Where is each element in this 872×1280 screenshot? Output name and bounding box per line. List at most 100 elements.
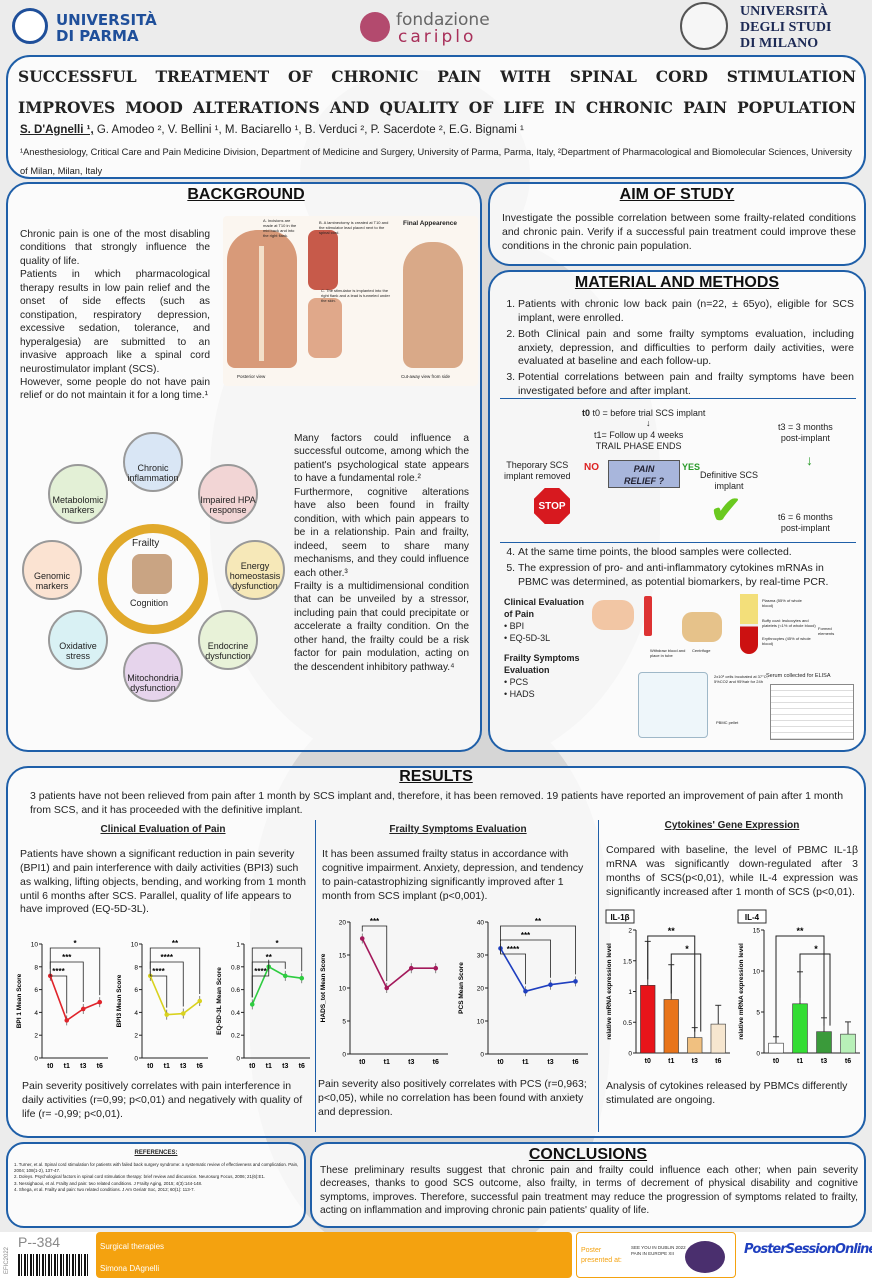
- x-tick-label: t0: [645, 1058, 651, 1065]
- chart-title-box: [605, 909, 635, 924]
- title-line1: SUCCESSFUL TREATMENT OF CHRONIC PAIN WIT…: [18, 67, 856, 86]
- y-tick-label: 1: [236, 942, 240, 949]
- co-authors: G. Amodeo ², V. Bellini ¹, M. Baciarello…: [93, 124, 524, 136]
- y-tick-label: 6: [134, 987, 138, 994]
- figure-label-final: Final Appearence: [403, 220, 457, 227]
- data-point: [299, 975, 305, 981]
- significance-label: ****: [152, 967, 165, 976]
- frailty-item-hads: • HADS: [504, 689, 535, 699]
- lab-serum-label: Serum collected for ELISA: [766, 673, 831, 679]
- parma-logo: UNIVERSITÀ DI PARMA: [12, 8, 177, 46]
- x-tick-label: t0: [249, 1063, 255, 1070]
- x-tick-label: t1: [384, 1059, 390, 1066]
- significance-label: *: [685, 944, 689, 954]
- lab-erythro-label: Erythrocytes (45% of whole blood): [762, 636, 811, 646]
- parma-seal-icon: [12, 8, 48, 44]
- presented-label-1: Poster: [581, 1247, 602, 1254]
- x-tick-label: t1: [164, 1063, 170, 1070]
- methods-divider-2: [500, 542, 856, 543]
- background-intro: Chronic pain is one of the most disablin…: [20, 228, 210, 403]
- data-point: [197, 998, 203, 1004]
- y-tick-label: 15: [339, 953, 347, 960]
- data-point: [548, 982, 553, 987]
- conclusions-heading: CONCLUSIONS: [528, 1146, 648, 1163]
- significance-bracket: [647, 935, 696, 1032]
- milano-line2: DEGLI STUDI: [740, 20, 832, 35]
- x-tick-label: t3: [547, 1059, 553, 1066]
- methods-item-2: Both Clinical pain and some frailty symp…: [518, 328, 854, 370]
- figure-label-b: B. A laminectomy is created at T10 and t…: [319, 220, 389, 235]
- cytokines-results-heading: Cytokines' Gene Expression: [664, 820, 800, 831]
- parma-name-line1: UNIVERSITÀ: [56, 11, 157, 29]
- stop-sign-icon: STOP: [534, 488, 570, 524]
- study-timeline: t0 t0 = before trial SCS implant t1= Fol…: [496, 404, 862, 539]
- y-tick-label: 0: [628, 1051, 632, 1058]
- references-heading: REFERENCES:: [134, 1150, 178, 1156]
- series-line: [251, 965, 302, 1005]
- scs-implant-figure: Final Appearence A. Incisions are made a…: [223, 216, 478, 386]
- clinical-results-text: Patients have shown a significant reduct…: [20, 848, 306, 916]
- y-tick-label: 5: [342, 1019, 346, 1026]
- background-p4: Many factors could influence a successfu…: [294, 433, 469, 485]
- lab-procedure-figure: Withdraw blood and place in tube Centrif…: [590, 592, 860, 742]
- y-axis-label: BPI 1 Mean Score: [16, 973, 23, 1028]
- node-mitochondria: Mitochondria dysfunction: [123, 642, 183, 702]
- milano-seal-icon: [680, 2, 728, 50]
- y-axis-label: PCS Mean Score: [458, 962, 465, 1014]
- y-tick-label: 15: [753, 928, 761, 935]
- frailty-elderly-icon: [132, 554, 172, 594]
- aim-text: Investigate the possible correlation bet…: [502, 212, 856, 252]
- data-point: [282, 973, 288, 979]
- data-point: [64, 1018, 70, 1023]
- lab-incubated-label: 2x10⁶ cells Incubated at 37°C, 5%CO2 and…: [714, 674, 768, 684]
- blood-tube-icon: [740, 594, 758, 654]
- significance-label: ****: [254, 967, 267, 976]
- reference-2: 2. Doleys. Psychological factors in spin…: [14, 1174, 266, 1180]
- methods-item-4: At the same time points, the blood sampl…: [518, 546, 854, 560]
- methods-section: MATERIAL AND METHODS Patients with chron…: [488, 270, 866, 752]
- y-tick-label: 20: [339, 920, 347, 927]
- title-line2: IMPROVES MOOD ALTERATIONS AND QUALITY OF…: [18, 98, 856, 117]
- arm-icon: [592, 600, 634, 630]
- efic-text-2: PAIN IN EUROPE XII: [631, 1251, 674, 1256]
- efic-logo-icon: [685, 1241, 725, 1273]
- significance-label: **: [668, 926, 676, 936]
- chart-title: IL-1β: [610, 913, 629, 922]
- x-tick-label: t1: [668, 1058, 674, 1065]
- reference-3: 3. Nessighaoui, et al. Frailty and pain:…: [14, 1180, 203, 1186]
- milano-line3: DI MILANO: [740, 36, 819, 51]
- presented-box: Poster presented at: SEE YOU IN DUBLIN 2…: [576, 1232, 736, 1278]
- no-label: NO: [584, 462, 599, 473]
- data-point: [408, 965, 414, 971]
- y-axis-label: EQ-5D-3L Mean Score: [216, 967, 223, 1035]
- y-axis-label: relative mRNA expression level: [738, 943, 745, 1040]
- node-chronic-inflammation: Chronic inflammation: [123, 432, 183, 492]
- node-genomic-markers: Genomic markers: [22, 540, 82, 600]
- figure-label-c: C. The stimulator is implanted into the …: [321, 288, 390, 303]
- significance-bracket: [251, 947, 303, 998]
- y-tick-label: 1.5: [623, 958, 632, 965]
- milano-line1: UNIVERSITÀ: [740, 4, 828, 19]
- x-tick-label: t6: [299, 1063, 305, 1070]
- background-p1: Chronic pain is one of the most disablin…: [20, 229, 210, 267]
- parma-name-line2: DI PARMA: [56, 27, 139, 45]
- aim-heading: AIM OF STUDY: [619, 186, 735, 203]
- clinical-results-heading: Clinical Evaluation of Pain: [100, 824, 226, 835]
- significance-bracket: [149, 947, 201, 994]
- significance-bracket: [799, 953, 831, 1026]
- y-tick-label: 0: [342, 1052, 346, 1059]
- cognition-label: Cognition: [130, 598, 169, 608]
- x-tick-label: t6: [197, 1063, 203, 1070]
- y-tick-label: 10: [339, 986, 347, 993]
- footer-category: Surgical therapies: [100, 1242, 165, 1251]
- references-list: 1. Turner, et al. Spinal cord stimulatio…: [14, 1162, 302, 1193]
- presented-label-2: presented at:: [581, 1257, 622, 1264]
- significance-label: **: [266, 953, 273, 962]
- aim-section: AIM OF STUDY Investigate the possible co…: [488, 182, 866, 266]
